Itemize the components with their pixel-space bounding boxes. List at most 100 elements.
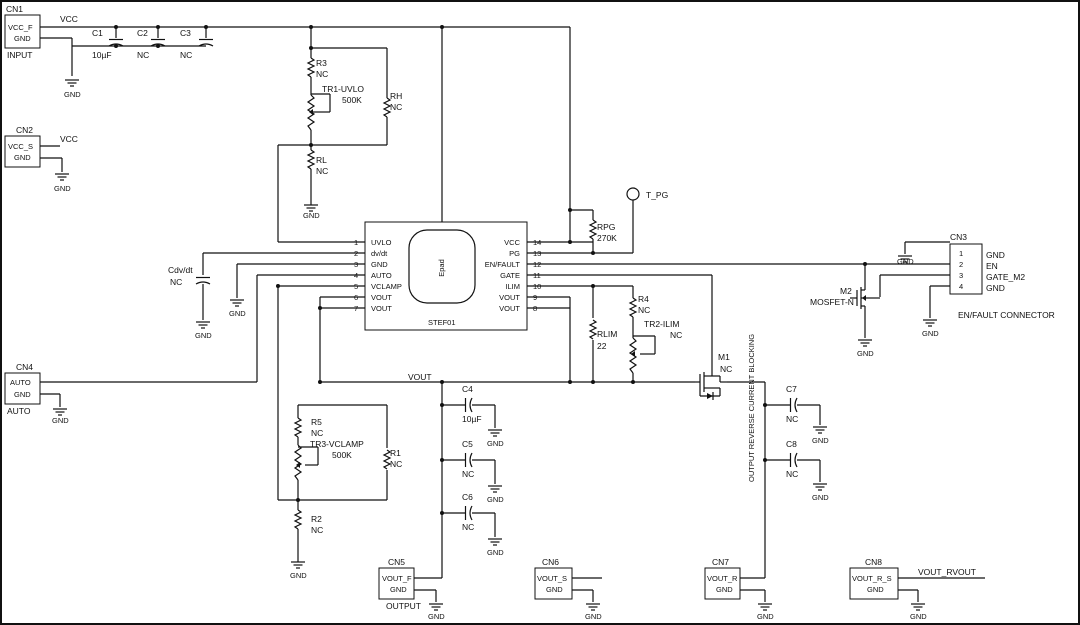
svg-text:12: 12	[533, 260, 541, 269]
svg-text:EN/FAULT CONNECTOR: EN/FAULT CONNECTOR	[958, 310, 1055, 320]
connector-cn2[interactable]: CN2 VCC_S GND	[4, 125, 41, 168]
capacitor-c7[interactable]: C7 NC	[786, 384, 798, 424]
resistor-rpg[interactable]: RPG 270K	[589, 219, 617, 243]
ic-stef01[interactable]: Epad STEF01 1 UVLO 2 dv/dt 3 GND 4 AUTO …	[354, 221, 541, 331]
svg-text:VOUT: VOUT	[499, 293, 520, 302]
svg-text:1: 1	[354, 238, 358, 247]
connector-cn4[interactable]: CN4 AUTO GND AUTO	[4, 362, 41, 416]
connector-cn7[interactable]: CN7 VOUT_R GND	[704, 557, 741, 600]
resistor-rh[interactable]: RH NC	[383, 91, 402, 118]
svg-text:NC: NC	[316, 166, 328, 176]
svg-text:VOUT_F: VOUT_F	[382, 574, 412, 583]
capacitor-c2[interactable]: C2 NC	[137, 28, 166, 60]
svg-text:NC: NC	[786, 414, 798, 424]
svg-text:VOUT: VOUT	[371, 293, 392, 302]
resistor-r1[interactable]: R1 NC	[383, 448, 402, 470]
capacitor-c1[interactable]: C1 10µF	[92, 28, 124, 60]
svg-text:GND: GND	[14, 390, 31, 399]
svg-text:R2: R2	[311, 514, 322, 524]
svg-text:GND: GND	[371, 260, 388, 269]
svg-text:AUTO: AUTO	[371, 271, 392, 280]
svg-text:VOUT_R: VOUT_R	[707, 574, 738, 583]
svg-text:PG: PG	[509, 249, 520, 258]
svg-text:R4: R4	[638, 294, 649, 304]
connector-cn6[interactable]: CN6 VOUT_S GND	[534, 557, 573, 600]
svg-text:NC: NC	[180, 50, 192, 60]
mosfet-m2[interactable]: M2 MOSFET-N	[810, 285, 880, 312]
capacitor-c6[interactable]: C6 NC	[462, 492, 474, 532]
connector-cn1[interactable]: CN1 VCC_F GND INPUT	[4, 4, 41, 60]
svg-text:GND: GND	[812, 436, 829, 445]
svg-text:R1: R1	[390, 448, 401, 458]
svg-text:GND: GND	[303, 211, 320, 220]
mosfet-m1[interactable]: M1 NC OUTPUT REVERSE CURRENT BLOCKING	[695, 334, 756, 482]
svg-text:M2: M2	[840, 286, 852, 296]
svg-text:GND: GND	[585, 612, 602, 621]
resistor-r5[interactable]: R5 NC	[294, 417, 323, 438]
svg-text:ILIM: ILIM	[505, 282, 520, 291]
svg-text:GND: GND	[52, 416, 69, 425]
capacitor-c4[interactable]: C4 10µF	[462, 384, 482, 424]
svg-text:GND: GND	[390, 585, 407, 594]
connector-cn3[interactable]: CN3 1 2 3 4 GND EN GATE_M2 GND EN/FAULT …	[949, 232, 1055, 320]
svg-text:C2: C2	[137, 28, 148, 38]
svg-text:C5: C5	[462, 439, 473, 449]
svg-text:10: 10	[533, 282, 541, 291]
svg-text:C3: C3	[180, 28, 191, 38]
test-point-tpg[interactable]: T_PG	[626, 187, 668, 201]
trimmer-tr1[interactable]: TR1-UVLO 500K	[306, 84, 364, 131]
svg-text:OUTPUT: OUTPUT	[386, 601, 421, 611]
svg-text:Cdv/dt: Cdv/dt	[168, 265, 193, 275]
svg-text:AUTO: AUTO	[7, 406, 31, 416]
svg-text:C1: C1	[92, 28, 103, 38]
trimmer-tr3[interactable]: TR3-VCLAMP 500K	[293, 439, 364, 481]
svg-text:C8: C8	[786, 439, 797, 449]
svg-text:8: 8	[533, 304, 537, 313]
svg-text:GND: GND	[195, 331, 212, 340]
resistor-r3[interactable]: R3 NC	[307, 57, 328, 79]
svg-text:TR3-VCLAMP: TR3-VCLAMP	[310, 439, 364, 449]
svg-text:C6: C6	[462, 492, 473, 502]
trimmer-tr2[interactable]: TR2-ILIM NC	[628, 319, 682, 374]
svg-text:AUTO: AUTO	[10, 378, 31, 387]
capacitor-cdvdt[interactable]: Cdv/dt NC	[168, 265, 211, 287]
svg-text:1: 1	[959, 249, 963, 258]
capacitor-c5[interactable]: C5 NC	[462, 439, 474, 479]
svg-text:4: 4	[354, 271, 358, 280]
capacitor-c3[interactable]: C3 NC	[180, 28, 214, 60]
svg-text:CN1: CN1	[6, 4, 23, 14]
net-label-vcc: VCC	[60, 14, 78, 24]
svg-text:CN2: CN2	[16, 125, 33, 135]
svg-text:NC: NC	[390, 459, 402, 469]
svg-text:GND: GND	[867, 585, 884, 594]
svg-text:GND: GND	[487, 439, 504, 448]
resistor-rl[interactable]: RL NC	[307, 149, 328, 176]
svg-text:VCC_F: VCC_F	[8, 23, 33, 32]
svg-text:GATE: GATE	[500, 271, 520, 280]
connector-cn8[interactable]: CN8 VOUT_R_S GND	[849, 557, 899, 600]
svg-text:GND: GND	[487, 495, 504, 504]
svg-text:GND: GND	[897, 257, 914, 266]
svg-text:NC: NC	[462, 522, 474, 532]
svg-text:VCC_S: VCC_S	[8, 142, 33, 151]
svg-text:NC: NC	[720, 364, 732, 374]
resistor-rlim[interactable]: RLIM 22	[589, 319, 617, 351]
svg-text:C4: C4	[462, 384, 473, 394]
svg-text:GND: GND	[54, 184, 71, 193]
capacitor-c8[interactable]: C8 NC	[786, 439, 798, 479]
svg-text:NC: NC	[311, 525, 323, 535]
connector-cn5[interactable]: CN5 VOUT_F GND OUTPUT	[378, 557, 421, 611]
resistor-r4[interactable]: R4 NC	[629, 294, 650, 318]
svg-text:NC: NC	[137, 50, 149, 60]
resistor-r2[interactable]: R2 NC	[294, 509, 323, 535]
net-label-vout-rvout: VOUT_RVOUT	[918, 567, 976, 577]
svg-text:OUTPUT REVERSE CURRENT BLOCKIN: OUTPUT REVERSE CURRENT BLOCKING	[747, 334, 756, 482]
svg-text:INPUT: INPUT	[7, 50, 33, 60]
svg-text:10µF: 10µF	[462, 414, 482, 424]
svg-text:GND: GND	[986, 250, 1005, 260]
svg-text:EN: EN	[986, 261, 998, 271]
svg-text:VOUT_R_S: VOUT_R_S	[852, 574, 892, 583]
svg-text:270K: 270K	[597, 233, 617, 243]
svg-text:R5: R5	[311, 417, 322, 427]
svg-text:NC: NC	[390, 102, 402, 112]
